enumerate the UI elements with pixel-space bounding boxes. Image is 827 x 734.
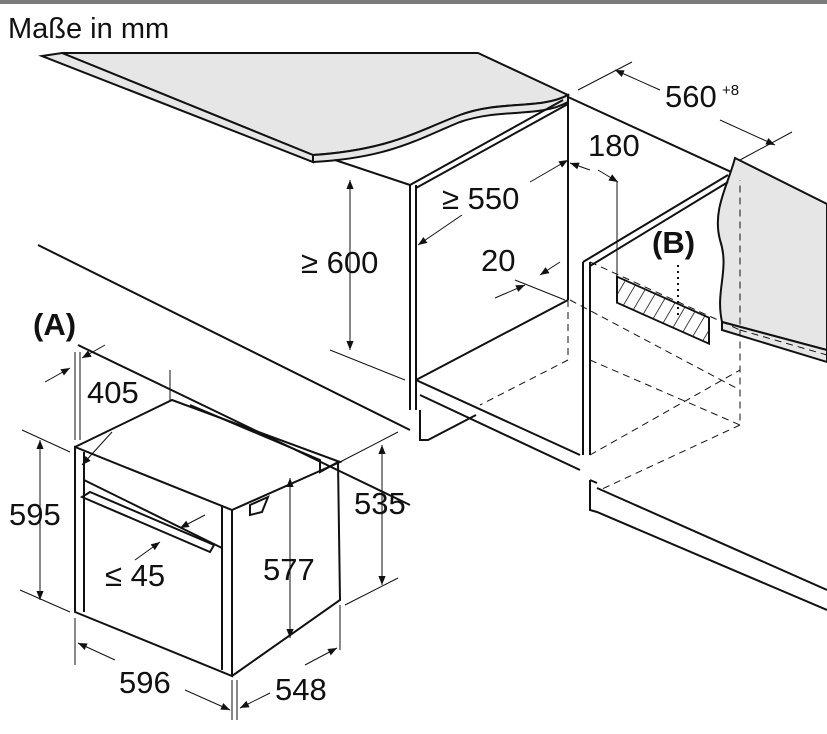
top-bar bbox=[0, 0, 827, 4]
latch bbox=[249, 495, 270, 517]
vent-opening bbox=[616, 275, 710, 346]
cabinet-right bbox=[569, 174, 827, 611]
dim-oven-width: 596 bbox=[119, 665, 171, 700]
dim-niche-depth: ≥ 550 bbox=[442, 181, 519, 216]
dim-oven-depth: 548 bbox=[275, 672, 327, 707]
dim-front-offset: 405 bbox=[87, 375, 139, 410]
countertop-right-edge bbox=[721, 320, 827, 364]
oven-handle bbox=[79, 490, 216, 554]
countertop-right bbox=[716, 156, 827, 352]
label-a: (A) bbox=[33, 307, 76, 342]
oven bbox=[74, 398, 343, 678]
dim-niche-width-tolerance: +8 bbox=[722, 82, 739, 99]
dimension-lines bbox=[19, 61, 793, 720]
countertop-left bbox=[38, 51, 571, 164]
dim-back-gap: 20 bbox=[481, 243, 515, 278]
dim-vent-depth: 180 bbox=[588, 128, 640, 163]
dim-body-height-front: 577 bbox=[263, 552, 315, 587]
dim-oven-height: 595 bbox=[9, 497, 61, 532]
dim-niche-width: 560 bbox=[665, 79, 717, 114]
title: Maße in mm bbox=[8, 13, 169, 45]
floor-line bbox=[37, 244, 411, 506]
label-b: (B) bbox=[652, 225, 695, 260]
dim-body-height-side: 535 bbox=[354, 486, 406, 521]
cabinet-left bbox=[334, 97, 581, 471]
dim-niche-height: ≥ 600 bbox=[301, 245, 378, 280]
dim-handle-depth: ≤ 45 bbox=[105, 558, 165, 593]
